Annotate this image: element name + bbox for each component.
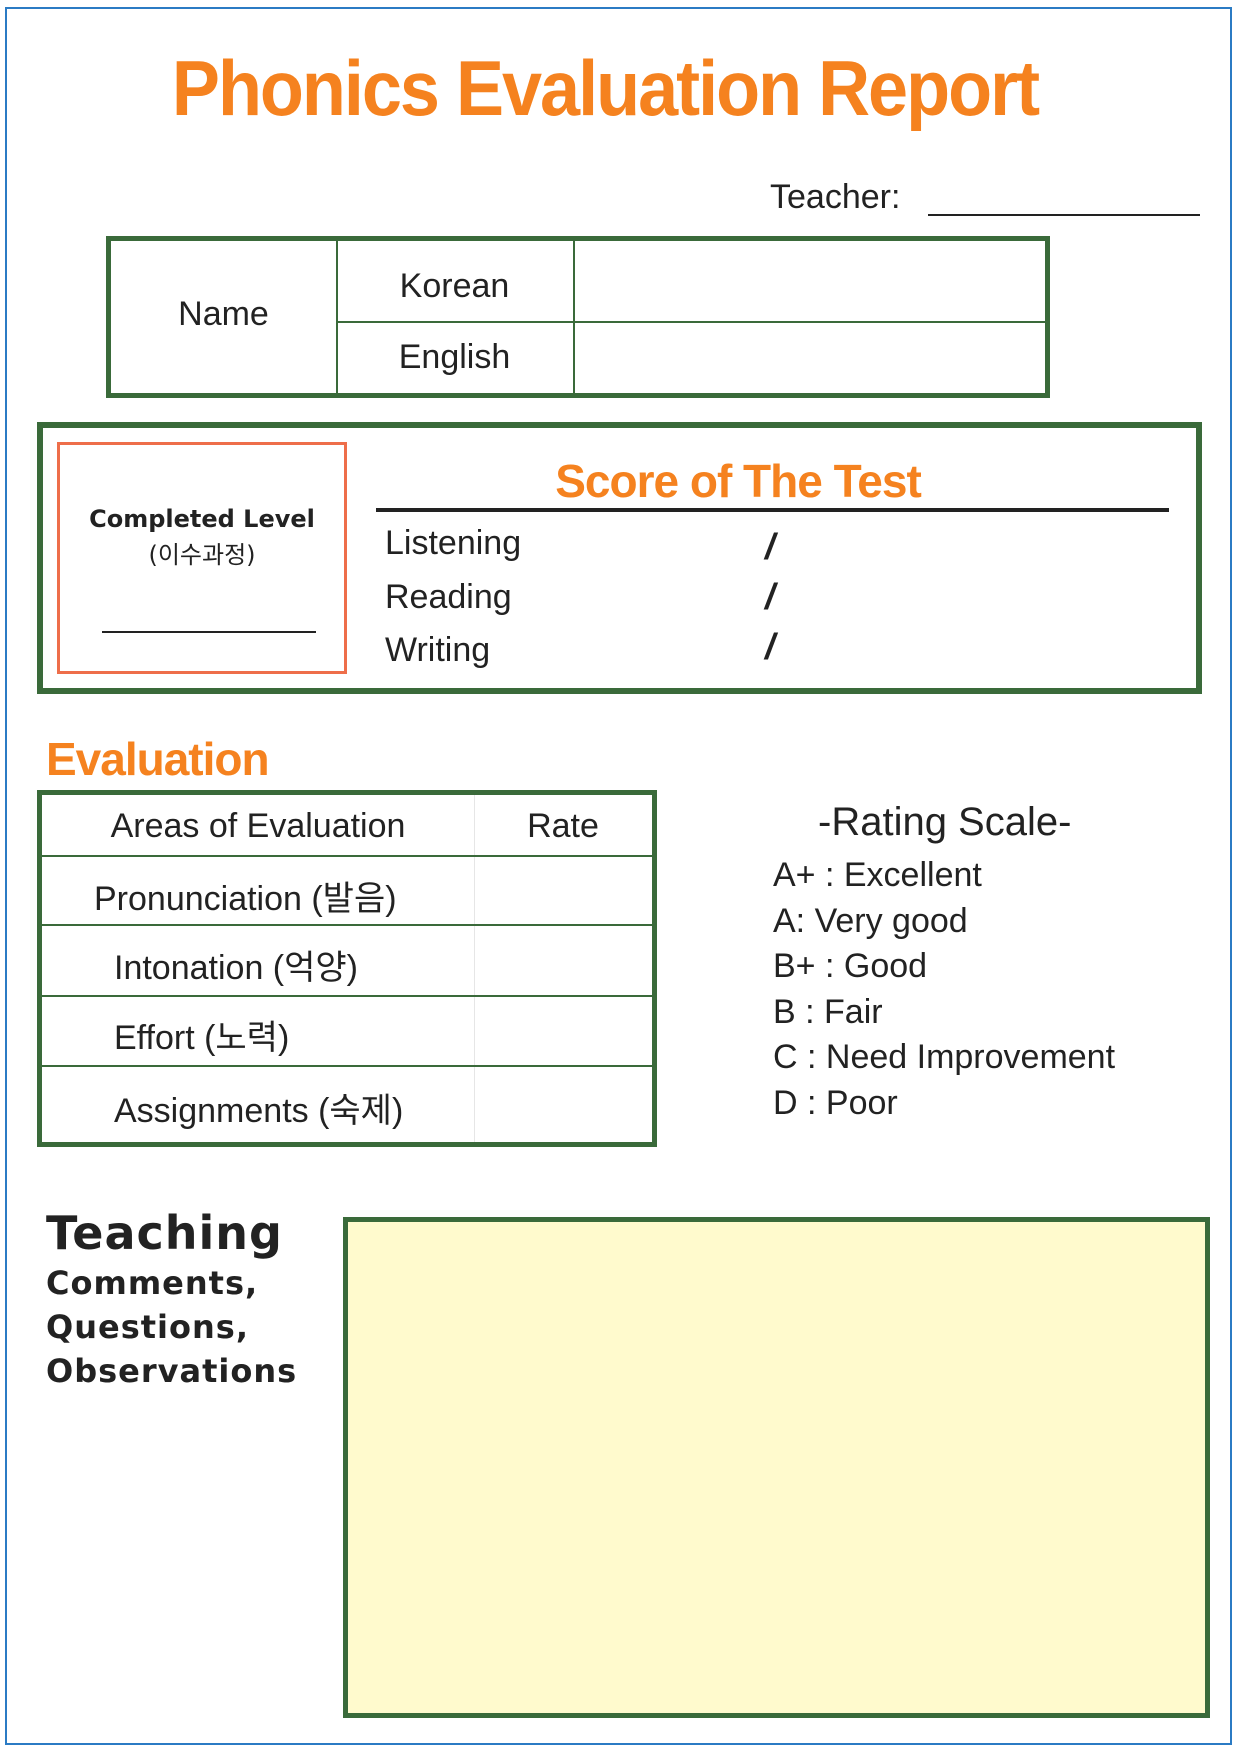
score-slash-reading[interactable]: / bbox=[765, 576, 776, 617]
name-table-divider bbox=[336, 241, 338, 393]
completed-level-subtitle: (이수과정) bbox=[148, 541, 256, 569]
korean-name-label: Korean bbox=[399, 267, 510, 305]
name-label: Name bbox=[178, 295, 269, 333]
eval-area-effort: Effort (노력) bbox=[114, 1019, 290, 1057]
rating-scale-item: B+ : Good bbox=[773, 947, 928, 985]
rate-cell-effort[interactable] bbox=[476, 997, 652, 1064]
teaching-title: Teaching bbox=[46, 1206, 283, 1260]
score-label-writing: Writing bbox=[385, 631, 491, 669]
evaluation-row-divider bbox=[42, 995, 652, 997]
score-label-listening: Listening bbox=[385, 524, 522, 562]
name-table: Name Korean English bbox=[106, 236, 1050, 398]
teacher-field[interactable] bbox=[928, 214, 1200, 216]
eval-area-assignments: Assignments (숙제) bbox=[114, 1092, 404, 1130]
rate-cell-assignments[interactable] bbox=[476, 1067, 652, 1142]
evaluation-row-divider bbox=[42, 924, 652, 926]
completed-level-field[interactable] bbox=[102, 631, 316, 633]
score-divider bbox=[376, 508, 1169, 512]
evaluation-row-divider bbox=[42, 855, 652, 857]
completed-level-title: Completed Level bbox=[89, 505, 315, 533]
english-name-label: English bbox=[398, 338, 511, 376]
page-border bbox=[5, 7, 1232, 1745]
rating-scale-item: B : Fair bbox=[773, 993, 883, 1031]
name-table-divider bbox=[573, 241, 575, 393]
comments-textarea[interactable] bbox=[343, 1217, 1210, 1718]
score-slash-listening[interactable]: / bbox=[765, 526, 776, 567]
score-label-reading: Reading bbox=[385, 578, 512, 616]
page-title: Phonics Evaluation Report bbox=[171, 45, 1040, 133]
evaluation-table: Areas of Evaluation Rate Pronunciation (… bbox=[37, 790, 657, 1147]
english-name-field[interactable] bbox=[575, 323, 1045, 393]
eval-area-intonation: Intonation (억양) bbox=[114, 949, 358, 987]
rating-scale-item: A+ : Excellent bbox=[773, 856, 982, 894]
rating-scale-title: -Rating Scale- bbox=[818, 800, 1072, 844]
rating-scale-item: A: Very good bbox=[773, 902, 968, 940]
korean-name-field[interactable] bbox=[575, 241, 1045, 321]
header-areas: Areas of Evaluation bbox=[110, 807, 406, 845]
teaching-subtitle: Comments, bbox=[46, 1264, 259, 1302]
rate-cell-pronunciation[interactable] bbox=[476, 857, 652, 923]
score-section: Completed Level (이수과정) Score of The Test… bbox=[37, 422, 1202, 694]
eval-area-pronunciation: Pronunciation (발음) bbox=[94, 880, 397, 918]
rate-cell-intonation[interactable] bbox=[476, 926, 652, 994]
rating-scale-item: C : Need Improvement bbox=[773, 1038, 1116, 1076]
completed-level-box: Completed Level (이수과정) bbox=[57, 442, 347, 674]
evaluation-heading: Evaluation bbox=[46, 733, 270, 785]
score-slash-writing[interactable]: / bbox=[765, 626, 776, 667]
teacher-label: Teacher: bbox=[770, 178, 901, 216]
evaluation-column-divider bbox=[474, 795, 475, 1142]
teaching-subtitle: Questions, bbox=[46, 1308, 249, 1346]
name-table-row-divider bbox=[336, 321, 1045, 323]
score-title: Score of The Test bbox=[555, 455, 922, 507]
evaluation-row-divider bbox=[42, 1065, 652, 1067]
rating-scale-item: D : Poor bbox=[773, 1084, 898, 1122]
header-rate: Rate bbox=[527, 807, 599, 845]
teaching-subtitle: Observations bbox=[46, 1352, 298, 1390]
